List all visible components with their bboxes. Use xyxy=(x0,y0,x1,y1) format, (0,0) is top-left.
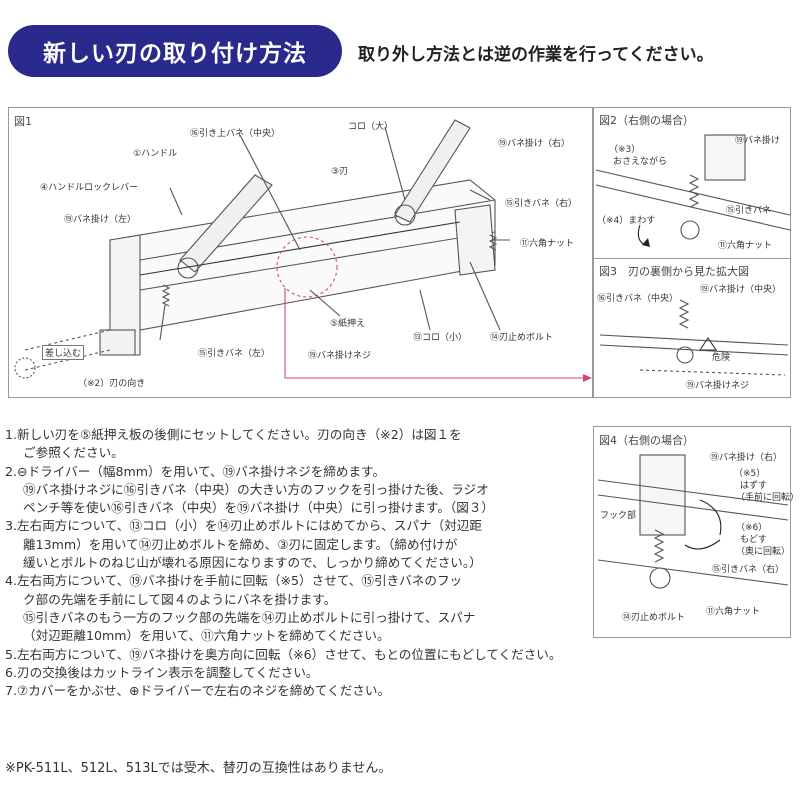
fig1-callout-spring-hook-right: ⑲バネ掛け（右） xyxy=(498,139,571,149)
fig1-cutter-drawing xyxy=(14,119,592,382)
step-line: 6.刃の交換後はカットライン表示を調整してください。 xyxy=(5,664,319,680)
fig3-spring-hook-screw: ⑲バネ掛けネジ xyxy=(686,381,750,391)
fig1-callout-spring-hook-screw: ⑲バネ掛けネジ xyxy=(308,351,372,361)
figure1-label: 図1 xyxy=(14,115,32,128)
step-line: 離13mm）を用いて⑭刃止めボルトを締め、③刃に固定します。（締め付けが xyxy=(23,536,458,552)
fig4-spring-hook-right: ⑲バネ掛け（右） xyxy=(710,453,783,463)
fig4-note5-b: （手前に回転） xyxy=(736,493,800,503)
figure4-label: 図4（右側の場合） xyxy=(599,434,694,447)
fig1-insert-tag: 差し込む xyxy=(42,345,85,360)
fig2-note4: （※4）まわす xyxy=(597,216,656,226)
fig2-drawing xyxy=(595,134,791,247)
instruction-steps: 1.新しい刃を⑤紙押え板の後側にセットしてください。刃の向き（※2）は図１を ご… xyxy=(5,426,595,700)
step-line: 3.左右両方について、⑬コロ（小）を⑭刃止めボルトにはめてから、スパナ（対辺距 xyxy=(5,518,482,534)
fig1-callout-handle-lock-lever: ④ハンドルロックレバー xyxy=(40,183,139,193)
figure2-panel xyxy=(593,107,791,259)
step-line: 7.⑦カバーをかぶせ、⊕ドライバーで左右のネジを締めてください。 xyxy=(5,683,391,699)
fig2-note3: （※3） xyxy=(609,145,641,155)
fig1-callout-pull-spring-right: ⑮引きバネ（右） xyxy=(505,199,578,209)
fig1-callout-roller-large: コロ（大） xyxy=(348,122,394,132)
fig4-note6-b: （奥に回転） xyxy=(736,547,791,557)
figure4-panel xyxy=(593,426,791,638)
header-banner: 新しい刃の取り付け方法 xyxy=(8,25,342,77)
fig4-pull-spring-right: ⑮引きバネ（右） xyxy=(712,565,785,575)
step-line: ご参照ください。 xyxy=(23,445,124,461)
header-title: 新しい刃の取り付け方法 xyxy=(43,41,307,67)
fig1-callout-hex-nut: ⑪六角ナット xyxy=(520,239,575,249)
step-line: 5.左右両方について、⑲バネ掛けを奥方向に回転（※6）させて、もとの位置にもどし… xyxy=(5,646,562,662)
fig3-drawing xyxy=(599,299,789,376)
step-line: ⑮引きバネのもう一方のフック部の先端を⑭刃止めボルトに引っ掛けて、スパナ xyxy=(23,609,476,625)
fig1-callout-roller-small: ⑬コロ（小） xyxy=(413,333,468,343)
figure3-panel xyxy=(593,258,791,398)
fig4-blade-stop-bolt: ⑭刃止めボルト xyxy=(622,613,686,623)
fig1-callout-pull-spring-left: ⑮引きバネ（左） xyxy=(198,349,271,359)
fig4-drawing xyxy=(597,454,789,589)
fig3-spring-hook-center: ⑲バネ掛け（中央） xyxy=(700,285,782,295)
fig3-danger: 危険 xyxy=(712,353,731,363)
fig2-note3-text: おさえながら xyxy=(613,157,668,167)
fig2-hex-nut: ⑪六角ナット xyxy=(718,241,773,251)
fig4-hex-nut: ⑪六角ナット xyxy=(706,607,761,617)
fig4-note6: （※6） xyxy=(736,523,768,533)
fig1-callout-blade: ③刃 xyxy=(331,167,349,177)
fig1-callout-spring-hook-left: ⑲バネ掛け（左） xyxy=(64,215,137,225)
fig2-spring-hook: ⑲バネ掛け xyxy=(735,136,781,146)
step-line: ペンチ等を使い⑯引きバネ（中央）を⑲バネ掛け（中央）に引っ掛けます。（図３） xyxy=(23,500,495,516)
fig4-hook-part: フック部 xyxy=(600,511,637,521)
step-line: ク部の先端を手前にして図４のようにバネを掛けます。 xyxy=(23,591,337,607)
figure2-label: 図2（右側の場合） xyxy=(599,114,694,127)
step-line: （対辺距離10mm）を用いて、⑪六角ナットを締めてください。 xyxy=(23,628,390,644)
fig4-note5: （※5） xyxy=(734,469,766,479)
header-subtitle: 取り外し方法とは逆の作業を行ってください。 xyxy=(358,45,714,65)
step-line: ⑲バネ掛けネジに⑯引きバネ（中央）の大きい方のフックを引っ掛けた後、ラジオ xyxy=(23,481,489,497)
fig2-pull-spring: ⑮引きバネ xyxy=(726,206,772,216)
fig4-note5-a: はずす xyxy=(740,481,768,491)
compatibility-footnote: ※PK-511L、512L、513Lでは受木、替刃の互換性はありません。 xyxy=(5,761,392,776)
step-line: 4.左右両方について、⑲バネ掛けを手前に回転（※5）させて、⑮引きバネのフッ xyxy=(5,573,463,589)
fig1-callout-blade-direction: （※2）刃の向き xyxy=(78,379,146,389)
fig1-callout-center-upper-spring: ⑯引き上バネ（中央） xyxy=(190,129,281,139)
fig1-callout-paper-press: ⑤紙押え xyxy=(330,319,366,329)
fig1-callout-handle: ①ハンドル xyxy=(133,149,178,159)
step-line: 1.新しい刃を⑤紙押え板の後側にセットしてください。刃の向き（※2）は図１を xyxy=(5,427,462,442)
fig4-note6-a: もどす xyxy=(740,535,767,545)
step-line: 緩いとボルトのねじ山が壊れる原因になりますので、しっかり締めてください。） xyxy=(23,555,482,571)
step-line: 2.⊖ドライバー（幅8mm）を用いて、⑲バネ掛けネジを締めます。 xyxy=(5,463,386,479)
fig3-pull-spring-center: ⑯引きバネ（中央） xyxy=(597,294,679,304)
fig1-callout-blade-stop-bolt: ⑭刃止めボルト xyxy=(490,333,554,343)
figure3-label: 図3 刃の裏側から見た拡大図 xyxy=(599,265,749,278)
